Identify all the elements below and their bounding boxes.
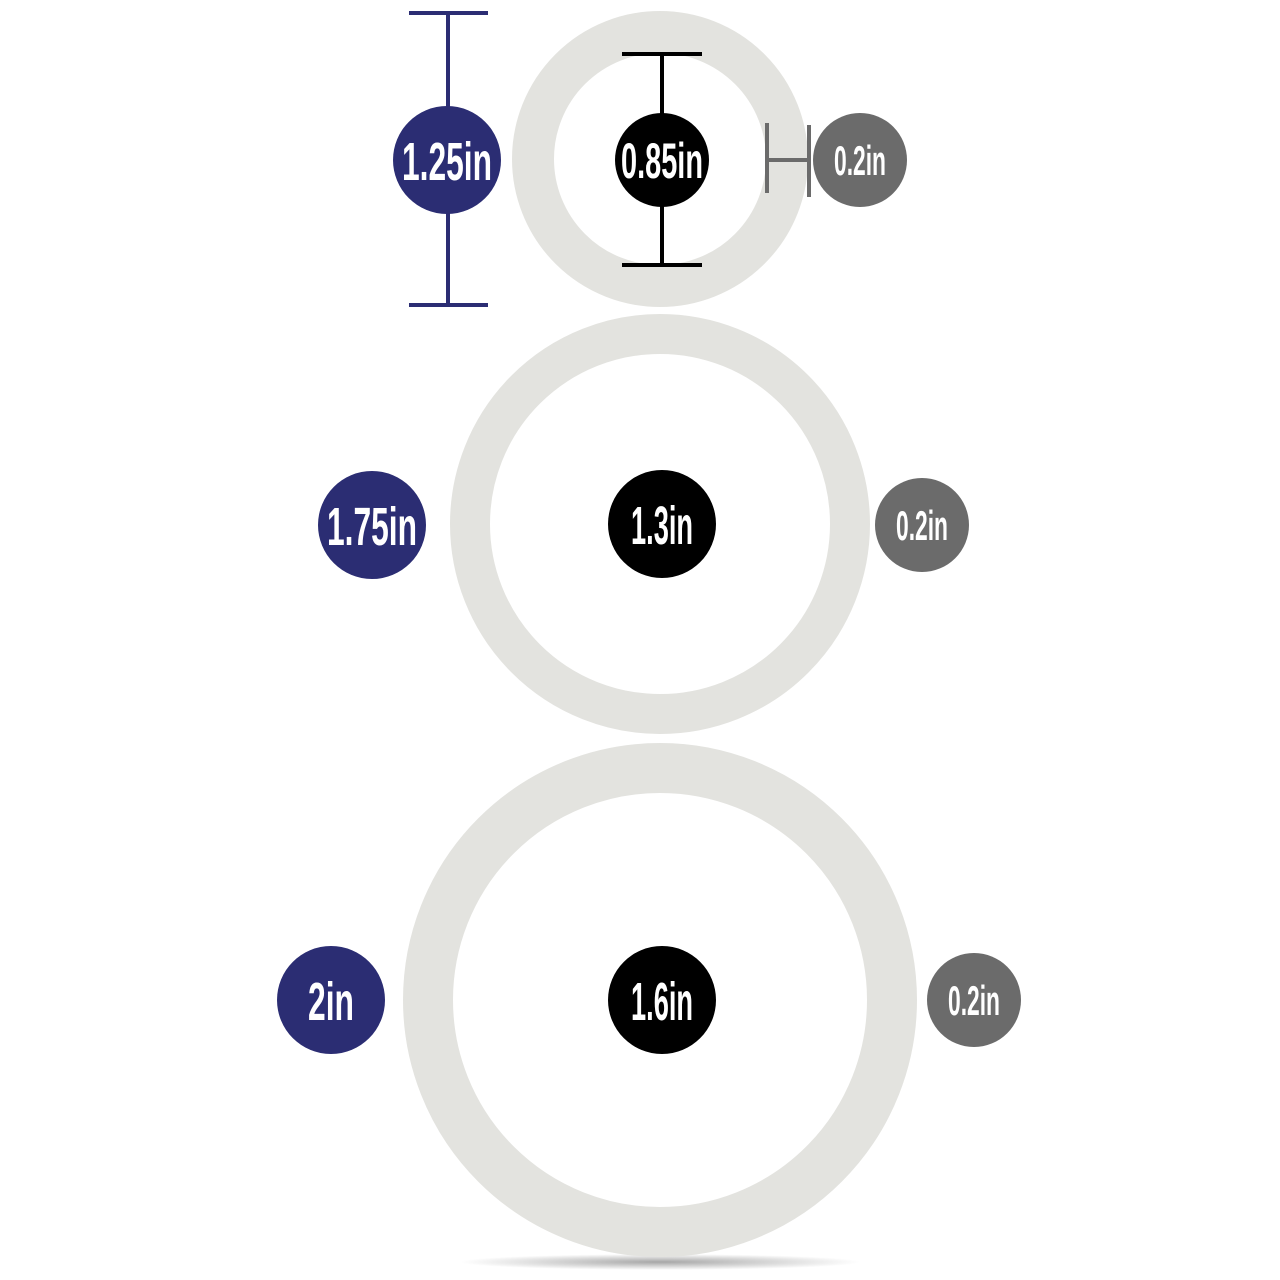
inner-diameter-badge: 0.85in [615,113,709,207]
medium-ring [450,314,870,734]
outer-diameter-badge: 1.25in [393,106,501,214]
svg-text:1.75in: 1.75in [327,497,417,557]
svg-text:1.25in: 1.25in [402,132,492,192]
thickness-badge: 0.2in [927,953,1021,1047]
svg-text:1.3in: 1.3in [631,496,693,556]
outer-diameter-badge: 2in [277,946,385,1054]
svg-text:0.2in: 0.2in [948,977,1000,1024]
thickness-dimension-line [765,123,811,197]
svg-text:0.2in: 0.2in [896,502,948,549]
svg-text:1.6in: 1.6in [631,972,693,1032]
inner-diameter-badge: 1.3in [608,470,716,578]
svg-text:2in: 2in [308,972,354,1032]
svg-text:0.2in: 0.2in [834,137,886,184]
svg-text:0.85in: 0.85in [621,133,703,189]
thickness-badge: 0.2in [813,113,907,207]
inner-diameter-badge: 1.6in [608,946,716,1054]
large-ring [403,743,917,1257]
thickness-badge: 0.2in [875,478,969,572]
ring-shadow [460,1254,860,1270]
outer-diameter-badge: 1.75in [318,471,426,579]
